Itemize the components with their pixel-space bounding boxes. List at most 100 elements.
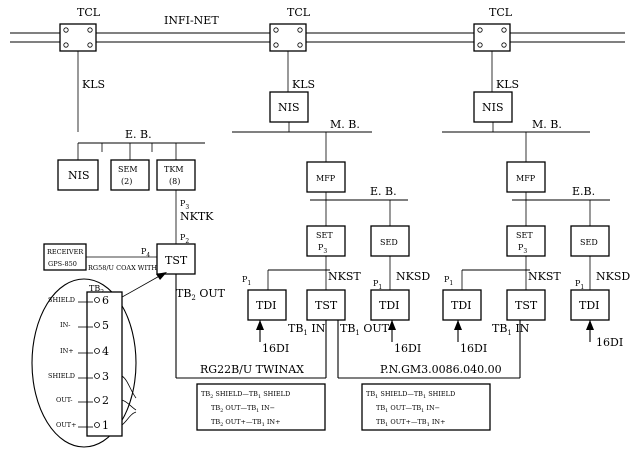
receiver-box <box>43 243 87 271</box>
svg-text:P1: P1 <box>575 279 584 291</box>
svg-text:TB1 OUT: TB1 OUT <box>340 322 390 337</box>
svg-text:TB2 SHIELD—TB1 SHIELD: TB2 SHIELD—TB1 SHIELD <box>201 390 290 400</box>
mid-mfp-box <box>306 161 346 193</box>
svg-text:P1: P1 <box>242 275 251 287</box>
svg-text:NKSD: NKSD <box>396 270 430 283</box>
svg-text:(2): (2) <box>121 177 132 186</box>
svg-text:TDI: TDI <box>579 299 600 312</box>
svg-text:SET: SET <box>516 231 533 240</box>
left-section: E. B. NIS SEM (2) TKM (8) P3 NKTK P2 REC… <box>31 128 226 448</box>
right-sed-box <box>570 225 610 257</box>
tcl-node-3: TCL <box>473 6 513 52</box>
right-mfp-box <box>506 161 546 193</box>
svg-text:TB1 IN: TB1 IN <box>288 322 326 337</box>
right-set-box <box>506 225 546 257</box>
tcl-node-2: TCL <box>269 6 311 52</box>
svg-text:SHIELD: SHIELD <box>48 372 75 380</box>
mid-tdi2-box <box>370 289 410 321</box>
svg-text:TB1 OUT—TB1 IN−: TB1 OUT—TB1 IN− <box>376 404 440 414</box>
right-tdi2-box <box>570 289 610 321</box>
svg-text:16DI: 16DI <box>262 342 289 355</box>
svg-text:P4: P4 <box>141 247 150 259</box>
bus-name: INFI-NET <box>164 14 219 27</box>
mid-set-box <box>306 225 346 257</box>
svg-text:P2: P2 <box>180 233 189 245</box>
mid-tdi1-box <box>247 289 287 321</box>
svg-text:NKST: NKST <box>528 270 561 283</box>
left-wiring-map <box>196 383 326 431</box>
svg-text:SHIELD: SHIELD <box>48 296 75 304</box>
svg-text:M. B.: M. B. <box>330 118 360 131</box>
svg-text:P.N.GM3.0086.040.00: P.N.GM3.0086.040.00 <box>380 363 502 376</box>
tb2-terminal-strip <box>86 291 123 437</box>
svg-text:NIS: NIS <box>278 101 300 114</box>
svg-text:TST: TST <box>315 299 338 312</box>
terminal-row: SHIELD 3 <box>48 370 109 383</box>
svg-text:P3: P3 <box>518 243 527 255</box>
svg-text:TCL: TCL <box>77 6 101 19</box>
svg-text:2: 2 <box>102 394 109 407</box>
terminal-row: IN- 5 <box>60 319 109 332</box>
svg-text:OUT+: OUT+ <box>56 421 77 429</box>
infi-net-bus: INFI-NET <box>10 14 625 43</box>
svg-text:TCL: TCL <box>489 6 513 19</box>
svg-text:(8): (8) <box>169 177 180 186</box>
svg-text:TB2 OUT+—TB1 IN+: TB2 OUT+—TB1 IN+ <box>211 418 281 428</box>
svg-text:SED: SED <box>380 238 398 247</box>
svg-text:1: 1 <box>102 419 109 432</box>
mid-sed-box <box>370 225 410 257</box>
svg-text:16DI: 16DI <box>596 336 623 349</box>
svg-text:P1: P1 <box>373 279 382 291</box>
svg-text:MFP: MFP <box>516 174 536 183</box>
right-wiring-map <box>361 383 491 431</box>
svg-text:E.B.: E.B. <box>572 185 595 198</box>
kls-label-1: KLS <box>82 78 105 91</box>
svg-text:M. B.: M. B. <box>532 118 562 131</box>
svg-text:TCL: TCL <box>287 6 311 19</box>
svg-text:TDI: TDI <box>379 299 400 312</box>
terminal-row: IN+ 4 <box>60 345 109 358</box>
cable-runs: RG22B/U TWINAX P.N.GM3.0086.040.00 TB2 S… <box>176 363 520 431</box>
svg-text:TB1 OUT+—TB1 IN+: TB1 OUT+—TB1 IN+ <box>376 418 446 428</box>
svg-text:16DI: 16DI <box>394 342 421 355</box>
svg-text:5: 5 <box>102 319 109 332</box>
terminal-row: SHIELD 6 <box>48 294 109 307</box>
svg-text:16DI: 16DI <box>460 342 487 355</box>
terminal-block-ellipse <box>31 278 137 448</box>
terminal-row: OUT- 2 <box>56 394 109 407</box>
svg-text:TB1 SHIELD—TB1 SHIELD: TB1 SHIELD—TB1 SHIELD <box>366 390 455 400</box>
svg-text:P3: P3 <box>180 199 189 211</box>
svg-text:RG58/U COAX WITHBNC: RG58/U COAX WITHBNC <box>88 264 172 272</box>
left-tst-box <box>156 243 196 275</box>
svg-text:NIS: NIS <box>68 169 90 182</box>
terminal-rows: SHIELD 6 IN- 5 IN+ 4 SHIELD 3 OUT- 2 <box>48 294 137 432</box>
svg-text:P3: P3 <box>318 243 327 255</box>
tkm-box <box>156 159 196 191</box>
right-tdi1-box <box>442 289 482 321</box>
tcl-node-1: TCL <box>59 6 101 52</box>
svg-text:E. B.: E. B. <box>125 128 152 141</box>
kls-label-3: KLS <box>496 78 519 91</box>
right-tst-box <box>506 289 546 321</box>
svg-text:NKTK: NKTK <box>180 210 214 223</box>
svg-text:MFP: MFP <box>316 174 336 183</box>
middle-section: NIS M. B. MFP E. B. SET P3 SED NKST NKSD… <box>232 91 430 378</box>
svg-text:GPS-850: GPS-850 <box>48 260 77 268</box>
svg-text:RG22B/U TWINAX: RG22B/U TWINAX <box>200 363 304 376</box>
svg-text:NKSD: NKSD <box>596 270 630 283</box>
svg-text:IN-: IN- <box>60 321 70 329</box>
svg-text:6: 6 <box>102 294 109 307</box>
svg-text:P1: P1 <box>444 275 453 287</box>
terminal-row: OUT+ 1 <box>56 419 109 432</box>
svg-text:TDI: TDI <box>256 299 277 312</box>
svg-text:4: 4 <box>102 345 109 358</box>
svg-text:TB2 OUT: TB2 OUT <box>176 287 226 302</box>
svg-text:TB1 IN: TB1 IN <box>492 322 530 337</box>
svg-text:SET: SET <box>316 231 333 240</box>
svg-text:TB2 OUT—TB1 IN−: TB2 OUT—TB1 IN− <box>211 404 275 414</box>
svg-text:RECEIVER: RECEIVER <box>47 248 84 256</box>
left-nis-box <box>57 159 99 191</box>
kls-label-2: KLS <box>292 78 315 91</box>
svg-text:IN+: IN+ <box>60 347 74 355</box>
